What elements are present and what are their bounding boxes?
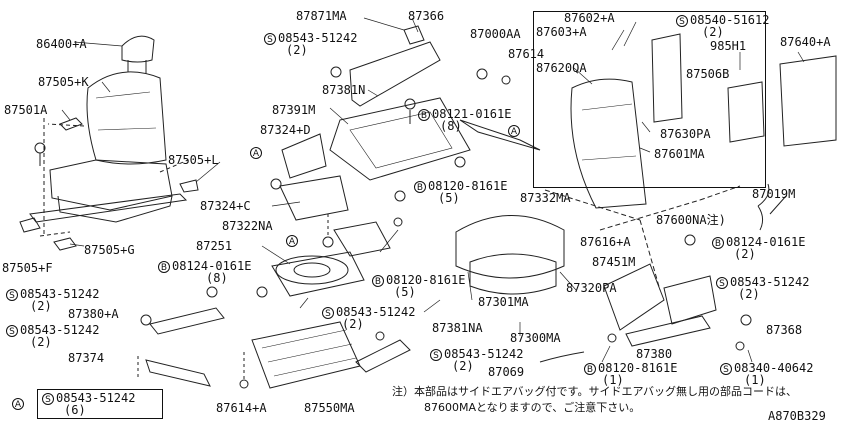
part-label-87019m: 87019M	[752, 187, 796, 201]
part-label-87602a: 87602+A	[564, 11, 615, 25]
part-label-87322na: 87322NA	[222, 219, 273, 233]
seat-back-drawing	[86, 71, 167, 165]
part-label-87251: 87251	[196, 239, 233, 253]
legend-qty-label: (6)	[64, 403, 86, 417]
part-label-87601ma: 87601MA	[654, 147, 705, 161]
seatback-pad-87620qa-drawing	[570, 78, 647, 209]
part-label-87505g: 87505+G	[84, 243, 135, 257]
part-label-87368: 87368	[766, 323, 803, 337]
part-label-87300ma: 87300MA	[510, 331, 561, 345]
note-line-2: 87600MAとなりますので、ご注意下さい。	[424, 401, 641, 414]
qty-label: (2)	[702, 25, 724, 39]
qty-label: (1)	[744, 373, 766, 387]
seat-frame-87391m-drawing	[329, 97, 471, 181]
qty-label: (5)	[438, 191, 460, 205]
qty-label: (8)	[206, 271, 228, 285]
part-label-87603a: 87603+A	[536, 25, 587, 39]
part-label-87640a: 87640+A	[780, 35, 831, 49]
part-label-87381na: 87381NA	[432, 321, 483, 335]
part-label-87630pa: 87630PA	[660, 127, 711, 141]
back-panel-87640a-drawing	[779, 55, 837, 147]
seat-cushion-drawing	[49, 159, 173, 211]
swivel-base-87251-drawing	[275, 255, 349, 285]
qty-label: (2)	[738, 287, 760, 301]
ref-mark-a: A	[250, 146, 264, 159]
part-label-87616a: 87616+A	[580, 235, 631, 249]
part-label-87366: 87366	[408, 9, 445, 23]
part-label-87380: 87380	[636, 347, 673, 361]
qty-label: (1)	[602, 373, 624, 387]
part-label-87374: 87374	[68, 351, 105, 365]
part-label-87324d: 87324+D	[260, 123, 311, 137]
part-label-87600na: 87600NA注)	[656, 213, 726, 227]
part-label-87000aa: 87000AA	[470, 27, 521, 41]
recliner-87451m-drawing	[603, 263, 665, 331]
cushion-pad-87301ma-drawing	[455, 215, 565, 279]
qty-label: (2)	[286, 43, 308, 57]
part-label-985h1: 985H1	[710, 39, 747, 53]
legend-ref-mark-a: A	[12, 397, 26, 410]
part-label-87505f: 87505+F	[2, 261, 53, 275]
part-label-87614a: 87614+A	[216, 401, 267, 415]
part-label-86400a: 86400+A	[36, 37, 87, 51]
qty-label: (2)	[30, 335, 52, 349]
part-label-87380a: 87380+A	[68, 307, 119, 321]
legend-box	[37, 389, 163, 419]
ref-mark-a: A	[508, 124, 522, 137]
part-label-87332ma: 87332MA	[520, 191, 571, 205]
seat-rail-drawing	[29, 193, 188, 223]
part-label-87550ma: 87550MA	[304, 401, 355, 415]
rail-87374-drawing	[145, 359, 211, 387]
part-label-87871ma: 87871MA	[296, 9, 347, 23]
part-label-87391m: 87391M	[272, 103, 316, 117]
part-label-87505l: 87505+L	[168, 153, 219, 167]
qty-label: (5)	[394, 285, 416, 299]
qty-label: (2)	[342, 317, 364, 331]
qty-label: (8)	[440, 119, 462, 133]
part-label-87505k: 87505+K	[38, 75, 89, 89]
part-label-87320pa: 87320PA	[566, 281, 617, 295]
ref-mark-a: A	[286, 234, 300, 247]
part-label-87451m: 87451M	[592, 255, 636, 269]
qty-label: (2)	[734, 247, 756, 261]
bracket-87381n-drawing	[349, 41, 441, 107]
part-label-87069: 87069	[488, 365, 525, 379]
part-label-87381n: 87381N	[322, 83, 366, 97]
part-label-87614: 87614	[508, 47, 545, 61]
airbag-985h1-drawing	[651, 33, 683, 123]
drawing-code: A870B329	[768, 409, 826, 423]
part-label-87620qa: 87620QA	[536, 61, 587, 75]
qty-label: (2)	[452, 359, 474, 373]
seat-slide-87550ma-drawing	[251, 321, 361, 389]
qty-label: (2)	[30, 299, 52, 313]
part-label-87301ma: 87301MA	[478, 295, 529, 309]
plate-87324c-drawing	[279, 175, 349, 221]
part-label-87506b: 87506B	[686, 67, 730, 81]
seatback-assembly-box	[533, 11, 766, 188]
note-line-1: 注）本部品はサイドエアバッグ付です。サイドエアバッグ無し用の部品コードは、	[392, 385, 798, 398]
headrest-drawing	[121, 35, 155, 63]
part-label-87324c: 87324+C	[200, 199, 251, 213]
part-label-87501a: 87501A	[4, 103, 48, 117]
